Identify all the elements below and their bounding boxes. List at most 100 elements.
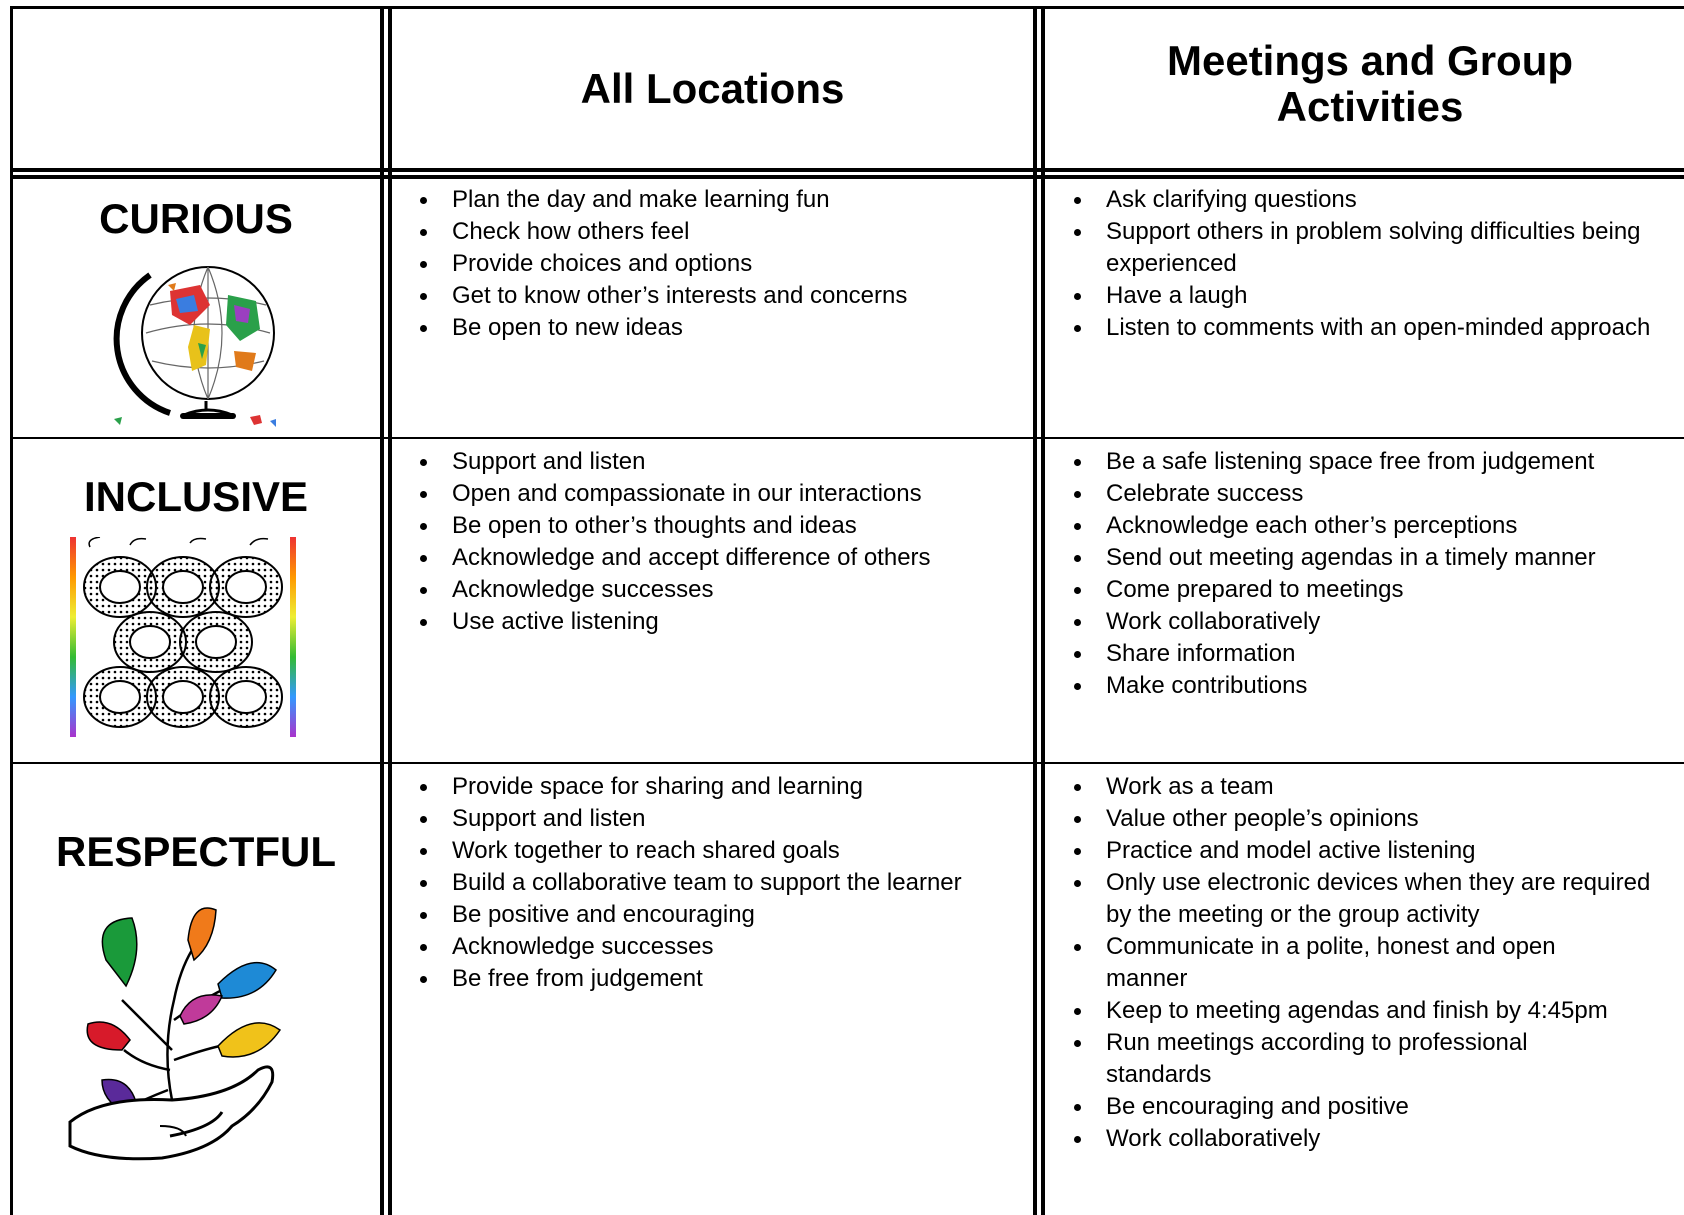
table-border-left bbox=[10, 6, 13, 1215]
list-item: Support others in problem solving diffic… bbox=[1050, 216, 1684, 280]
bullet-icon bbox=[420, 619, 427, 626]
bullet-icon bbox=[1074, 1040, 1081, 1047]
list-item: Acknowledge successes bbox=[396, 931, 1052, 963]
header-divider-b bbox=[10, 175, 1684, 179]
bullet-icon bbox=[420, 229, 427, 236]
list-item: Work collaboratively bbox=[1050, 606, 1684, 638]
table-border-top bbox=[10, 6, 1684, 9]
list-item: Be a safe listening space free from judg… bbox=[1050, 446, 1684, 478]
bullet-icon bbox=[420, 784, 427, 791]
bullet-icon bbox=[1074, 555, 1081, 562]
list-item: Build a collaborative team to support th… bbox=[396, 867, 1052, 899]
list-item: Open and compassionate in our interactio… bbox=[396, 478, 1052, 510]
list-item: Have a laugh bbox=[1050, 280, 1684, 312]
list-item: Run meetings according to professional s… bbox=[1050, 1027, 1626, 1091]
bullet-icon bbox=[1074, 293, 1081, 300]
bullet-icon bbox=[1074, 944, 1081, 951]
list-item: Work collaboratively bbox=[1050, 1123, 1684, 1155]
column-divider-1 bbox=[380, 6, 384, 1215]
bullet-icon bbox=[1074, 523, 1081, 530]
list-item: Be encouraging and positive bbox=[1050, 1091, 1684, 1123]
bullet-icon bbox=[1074, 459, 1081, 466]
bullet-icon bbox=[1074, 229, 1081, 236]
inclusive-meetings: Be a safe listening space free from judg… bbox=[1050, 446, 1684, 702]
list-item: Listen to comments with an open-minded a… bbox=[1050, 312, 1684, 344]
bullet-icon bbox=[1074, 848, 1081, 855]
list-item: Be open to new ideas bbox=[396, 312, 1052, 344]
list-item: Be open to other’s thoughts and ideas bbox=[396, 510, 1052, 542]
globe-illustration bbox=[113, 266, 276, 427]
curious-meetings: Ask clarifying questions Support others … bbox=[1050, 184, 1684, 344]
bullet-icon bbox=[420, 816, 427, 823]
value-curious: CURIOUS bbox=[99, 195, 293, 242]
bullet-icon bbox=[420, 880, 427, 887]
bullet-icon bbox=[420, 325, 427, 332]
bullet-icon bbox=[420, 523, 427, 530]
interlinked-chains-illustration bbox=[70, 537, 296, 737]
respectful-meetings: Work as a team Value other people’s opin… bbox=[1050, 771, 1684, 1155]
bullet-icon bbox=[420, 555, 427, 562]
hand-holding-plant-illustration bbox=[68, 907, 282, 1161]
value-respectful: RESPECTFUL bbox=[55, 828, 336, 875]
list-item: Support and listen bbox=[396, 803, 1052, 835]
list-item: Work as a team bbox=[1050, 771, 1684, 803]
bullet-icon bbox=[420, 261, 427, 268]
bullet-icon bbox=[420, 944, 427, 951]
bullet-icon bbox=[1074, 784, 1081, 791]
bullet-icon bbox=[1074, 651, 1081, 658]
list-item: Make contributions bbox=[1050, 670, 1684, 702]
list-item: Come prepared to meetings bbox=[1050, 574, 1684, 606]
bullet-icon bbox=[1074, 1136, 1081, 1143]
respectful-all-locations: Provide space for sharing and learning S… bbox=[396, 771, 1052, 995]
value-inclusive: INCLUSIVE bbox=[83, 473, 309, 520]
list-item: Celebrate success bbox=[1050, 478, 1684, 510]
bullet-icon bbox=[1074, 1008, 1081, 1015]
bullet-icon bbox=[420, 459, 427, 466]
inclusive-all-locations: Support and listen Open and compassionat… bbox=[396, 446, 1052, 638]
list-item: Communicate in a polite, honest and open… bbox=[1050, 931, 1626, 995]
list-item: Provide space for sharing and learning bbox=[396, 771, 1052, 803]
list-item: Keep to meeting agendas and finish by 4:… bbox=[1050, 995, 1684, 1027]
list-item: Practice and model active listening bbox=[1050, 835, 1684, 867]
list-item: Plan the day and make learning fun bbox=[396, 184, 1052, 216]
bullet-icon bbox=[420, 912, 427, 919]
bullet-icon bbox=[420, 293, 427, 300]
list-item: Share information bbox=[1050, 638, 1684, 670]
row-divider-2 bbox=[10, 762, 1684, 764]
header-all-locations: All Locations bbox=[580, 65, 845, 112]
bullet-icon bbox=[1074, 491, 1081, 498]
header-divider bbox=[10, 168, 1684, 172]
list-item: Value other people’s opinions bbox=[1050, 803, 1684, 835]
list-item: Provide choices and options bbox=[396, 248, 1052, 280]
bullet-icon bbox=[1074, 816, 1081, 823]
bullet-icon bbox=[1074, 325, 1081, 332]
list-item: Use active listening bbox=[396, 606, 1052, 638]
header-meetings-group-activities: Meetings and Group Activities bbox=[1166, 37, 1573, 130]
list-item: Work together to reach shared goals bbox=[396, 835, 1052, 867]
column-divider-2 bbox=[1033, 6, 1037, 1215]
list-item: Acknowledge successes bbox=[396, 574, 1052, 606]
bullet-icon bbox=[1074, 683, 1081, 690]
list-item: Acknowledge and accept difference of oth… bbox=[396, 542, 1052, 574]
bullet-icon bbox=[1074, 619, 1081, 626]
list-item: Support and listen bbox=[396, 446, 1052, 478]
list-item: Acknowledge each other’s perceptions bbox=[1050, 510, 1684, 542]
bullet-icon bbox=[420, 976, 427, 983]
list-item: Only use electronic devices when they ar… bbox=[1050, 867, 1676, 931]
bullet-icon bbox=[420, 587, 427, 594]
list-item: Be free from judgement bbox=[396, 963, 1052, 995]
bullet-icon bbox=[420, 848, 427, 855]
list-item: Ask clarifying questions bbox=[1050, 184, 1684, 216]
curious-all-locations: Plan the day and make learning fun Check… bbox=[396, 184, 1052, 344]
bullet-icon bbox=[1074, 587, 1081, 594]
bullet-icon bbox=[420, 197, 427, 204]
bullet-icon bbox=[420, 491, 427, 498]
column-divider-2b bbox=[1041, 6, 1045, 1215]
bullet-icon bbox=[1074, 1104, 1081, 1111]
list-item: Get to know other’s interests and concer… bbox=[396, 280, 1052, 312]
bullet-icon bbox=[1074, 880, 1081, 887]
bullet-icon bbox=[1074, 197, 1081, 204]
column-divider-1b bbox=[388, 6, 392, 1215]
list-item: Send out meeting agendas in a timely man… bbox=[1050, 542, 1684, 574]
row-divider-1 bbox=[10, 437, 1684, 439]
